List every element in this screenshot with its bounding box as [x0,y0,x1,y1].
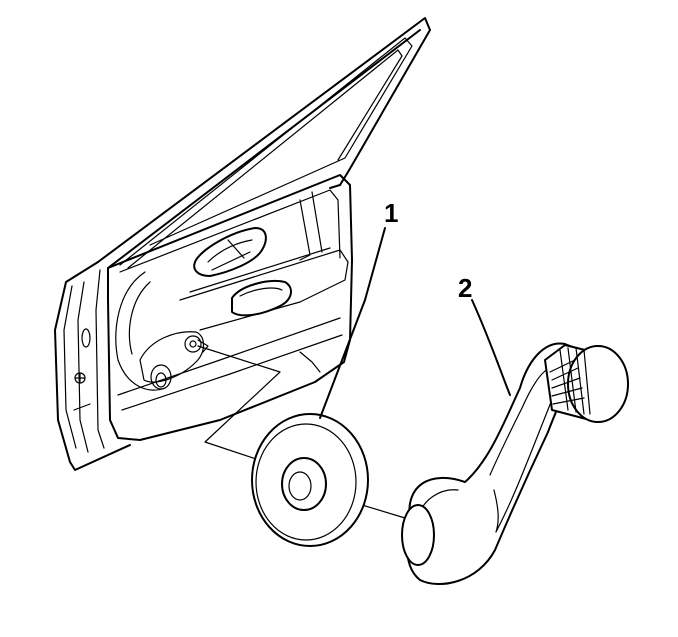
window-crank-bearing-plate-icon [251,413,369,547]
callout-2: 2 [458,273,511,396]
callout-2-label: 2 [458,273,472,303]
window-regulator-handle-icon [401,342,629,585]
front-door-inner-panel-icon [54,17,431,471]
callout-1-label: 1 [384,198,398,228]
callout-1: 1 [319,198,398,419]
